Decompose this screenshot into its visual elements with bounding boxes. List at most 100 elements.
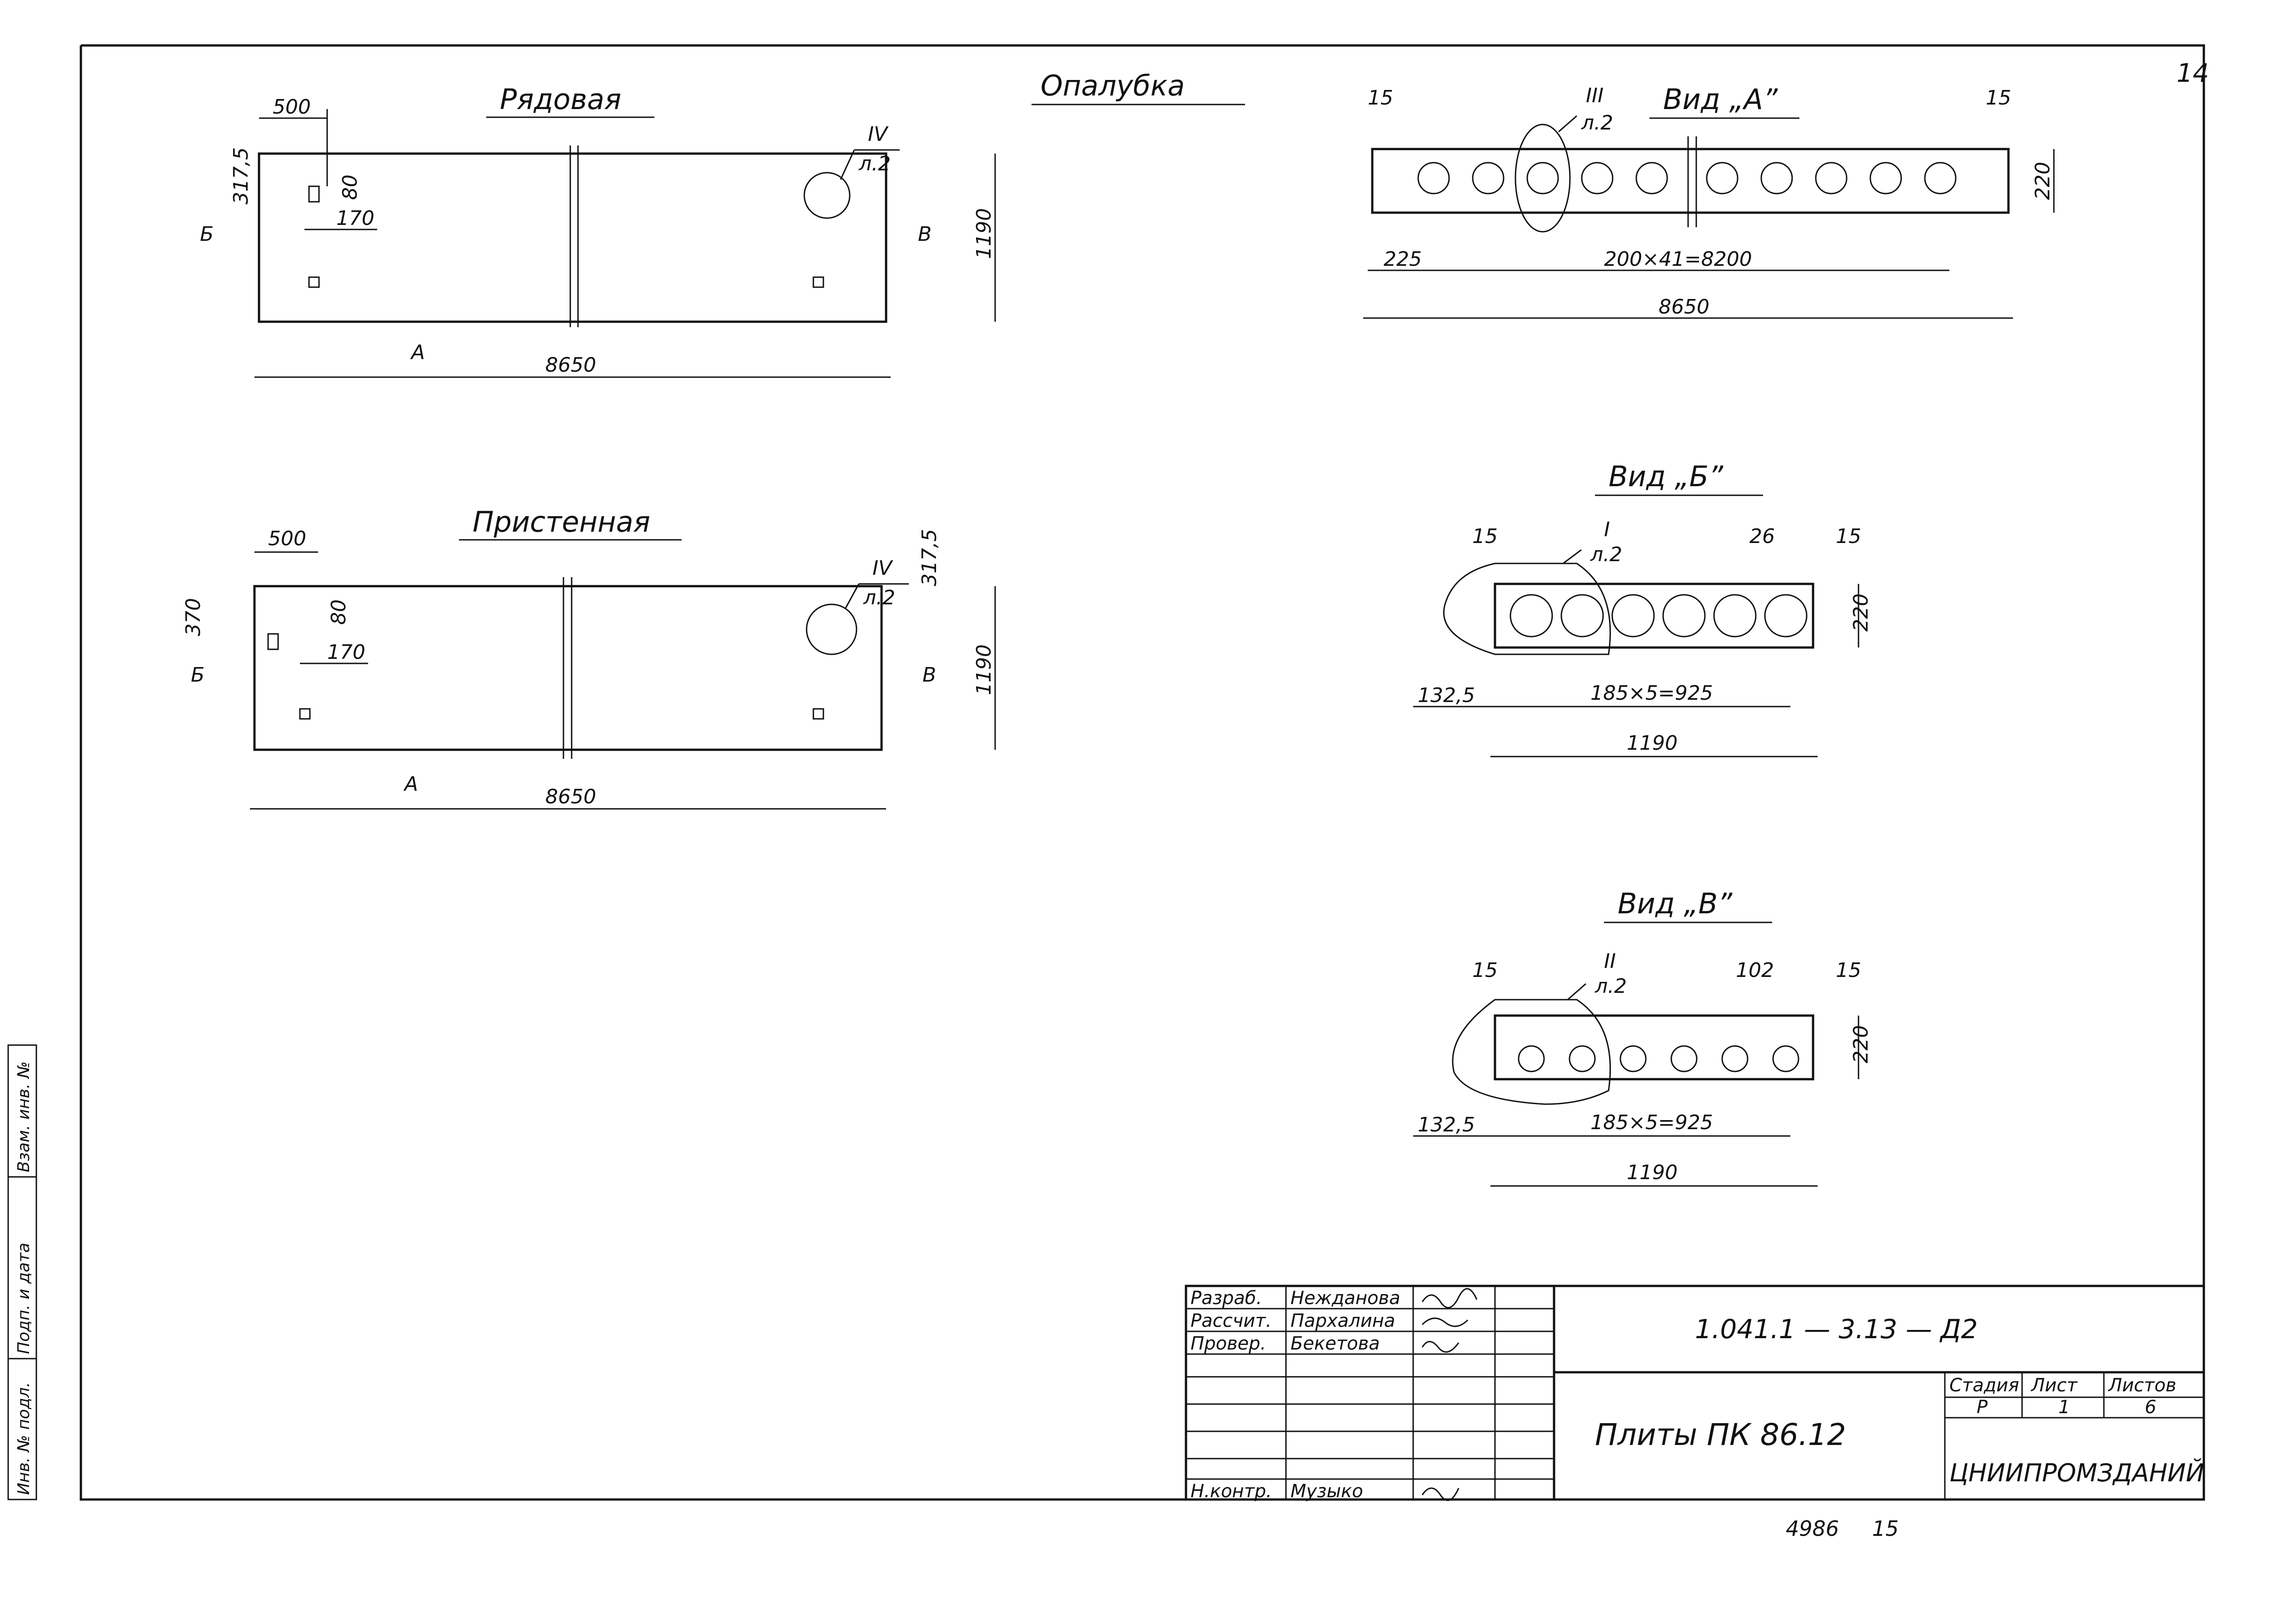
vid-v-dim-132-5: 132,5 [1418,1113,1475,1136]
ryadovaya-detail-circle [803,172,851,219]
pristennaya-dim-1190: 1190 [972,644,996,695]
pristennaya-dim-317-5: 317,5 [918,529,941,586]
tb-sheet-label: Лист [2030,1375,2078,1396]
tb-name-1: Нежданова [1290,1288,1400,1309]
vid-a-dim-span: 200×41=8200 [1604,248,1752,271]
pristennaya-dim-500: 500 [268,527,306,550]
pristennaya-label-v: В [922,663,936,687]
ryadovaya-plan: Рядовая IV л.2 500 317,5 80 170 1190 865… [200,83,996,378]
vid-v-dim-220: 220 [1849,1025,1873,1063]
vid-v-view: Вид „В” II л.2 15 102 15 220 132,5 185×5… [1413,887,1873,1187]
ryadovaya-dim-1190: 1190 [972,208,996,259]
vid-b-callout-sheet: л.2 [1590,543,1622,566]
vid-v-dim-span: 185×5=925 [1590,1111,1713,1134]
vid-v-dim-102: 102 [1736,959,1774,982]
title-block: Разраб. Нежданова Рассчит. Пархалина Про… [1185,1285,2205,1502]
vid-v-dim-15-right: 15 [1836,959,1861,982]
tb-sheets-value: 6 [2145,1397,2156,1418]
vid-a-dim-220: 220 [2031,162,2054,200]
vid-a-callout-sheet: л.2 [1581,111,1613,135]
pristennaya-title: Пристенная [473,505,650,538]
tb-role-1: Разраб. [1191,1288,1262,1309]
vid-a-title: Вид „А” [1663,83,1778,116]
tb-sheet-value: 1 [2058,1397,2070,1418]
vid-a-callout-num: III [1586,84,1604,107]
vid-a-dim-total: 8650 [1659,295,1709,319]
vid-v-detail-loop [1452,999,1611,1105]
signature-4 [1421,1487,1460,1501]
side-podp-data: Подп. и дата [15,1243,33,1354]
ryadovaya-dim-317-5: 317,5 [229,147,253,204]
pristennaya-label-a: А [403,772,418,796]
ryadovaya-dim-170: 170 [336,207,374,230]
ryadovaya-dim-500: 500 [273,95,311,119]
vid-b-dim-220: 220 [1849,593,1873,632]
ryadovaya-label-v: В [918,223,932,246]
pristennaya-callout-num: IV [872,557,893,580]
vid-b-dim-15-right: 15 [1836,525,1861,548]
vid-a-dim-15-right: 15 [1986,86,2011,110]
ryadovaya-label-b: Б [200,223,214,246]
pristennaya-label-b: Б [191,663,204,687]
vid-v-slab-outline [1494,1014,1814,1081]
vid-b-dim-15-left: 15 [1472,525,1498,548]
vid-v-callout-num: II [1604,950,1616,973]
vid-b-title: Вид „Б” [1609,460,1724,493]
tb-stage-value: Р [1977,1397,1988,1418]
signature-2 [1421,1317,1469,1327]
vid-b-dim-132-5: 132,5 [1418,684,1475,707]
vid-b-detail-loop [1443,563,1611,655]
pristennaya-plan: Пристенная IV л.2 500 370 80 170 317,5 1… [182,505,996,810]
vid-v-dim-15-left: 15 [1472,959,1498,982]
ryadovaya-slab-outline [258,152,887,323]
pristennaya-callout-sheet: л.2 [863,586,895,609]
side-inv-podl: Инв. № подл. [15,1382,33,1495]
side-vzam-inv: Взам. инв. № [15,1061,33,1172]
pristennaya-detail-circle [806,603,857,655]
vid-b-dim-span: 185×5=925 [1590,682,1713,705]
tb-sheets-label: Листов [2108,1375,2176,1396]
tb-doc-code: 1.041.1 — 3.13 — Д2 [1695,1314,1978,1345]
tb-name-3: Бекетова [1290,1333,1380,1354]
tb-role-3: Провер. [1191,1333,1266,1354]
tb-product: Плиты ПК 86.12 [1595,1417,1846,1452]
archive-sheet: 15 [1872,1516,1899,1541]
pristennaya-dim-8650: 8650 [545,785,596,808]
tb-role-2: Рассчит. [1191,1310,1271,1331]
vid-v-title: Вид „В” [1618,887,1733,920]
vid-v-dim-total: 1190 [1627,1161,1678,1184]
pristennaya-dim-370: 370 [182,598,205,636]
archive-number: 4986 [1786,1516,1839,1541]
tb-role-4: Н.контр. [1191,1481,1272,1502]
pristennaya-slab-outline [253,585,883,751]
ryadovaya-dim-80: 80 [339,174,362,200]
pristennaya-dim-80: 80 [327,599,350,625]
side-stamp: Инв. № подл. Подп. и дата Взам. инв. № [7,1044,37,1500]
page-number: 14 [2177,59,2209,88]
ryadovaya-dim-8650: 8650 [545,354,596,377]
vid-b-dim-26: 26 [1749,525,1775,548]
vid-a-view: Вид „А” III л.2 15 15 220 225 200×41=820… [1363,83,2055,319]
tb-stage-label: Стадия [1949,1375,2019,1396]
vid-b-dim-total: 1190 [1627,732,1678,755]
ryadovaya-callout-sheet: л.2 [858,152,891,175]
signature-3 [1421,1341,1460,1353]
vid-b-view: Вид „Б” I л.2 15 26 15 220 132,5 185×5=9… [1413,460,1873,757]
tb-name-4: Музыко [1290,1481,1363,1502]
tb-name-2: Пархалина [1290,1310,1395,1331]
pristennaya-dim-170: 170 [327,641,365,664]
ryadovaya-callout-num: IV [868,123,889,146]
vid-a-slab-outline [1371,148,2010,214]
ryadovaya-label-a: А [410,341,425,364]
sheet-frame [80,44,2205,1501]
tb-org: ЦНИИПРОМЗДАНИЙ [1949,1459,2204,1487]
opalubka-title: Опалубка [1041,69,1185,102]
ryadovaya-title: Рядовая [500,83,621,116]
vid-v-callout-sheet: л.2 [1594,975,1627,998]
vid-a-detail-ellipse [1515,124,1571,233]
vid-b-slab-outline [1494,583,1814,649]
vid-a-dim-225: 225 [1384,248,1422,271]
vid-a-dim-15-left: 15 [1368,86,1393,110]
signature-1 [1421,1288,1478,1309]
